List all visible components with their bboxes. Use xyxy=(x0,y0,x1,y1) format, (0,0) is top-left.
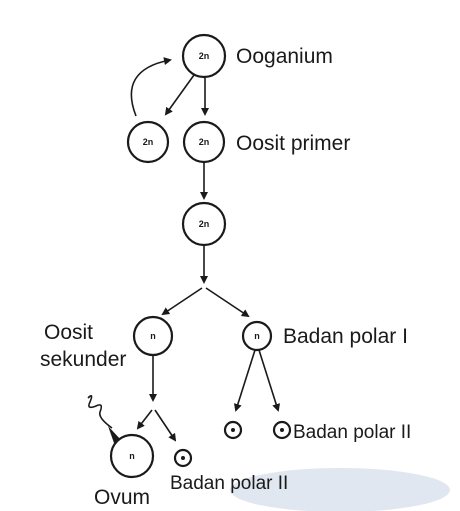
arrow-to-ovum xyxy=(136,409,153,430)
arrow-to-oosit-sekunder xyxy=(161,287,203,316)
sperm-tail-icon xyxy=(87,394,113,429)
arrow-to-badan-polar-1 xyxy=(205,287,250,318)
arrow-polar1-to-left xyxy=(233,349,256,412)
badan-polar-1-label: Badan polar I xyxy=(283,325,408,348)
ooganium-cell-label: 2n xyxy=(199,51,210,61)
ovum-cell-label: n xyxy=(129,451,135,461)
arrow-polar1-to-right xyxy=(258,349,281,412)
ovum-cell: n xyxy=(109,433,155,479)
ooganium-cell: 2n xyxy=(181,33,227,79)
grown-oosit-cell-label: 2n xyxy=(199,219,210,229)
ooganium-daughter-cell: 2n xyxy=(126,120,170,164)
sperm-head-icon xyxy=(108,426,121,443)
oosit-primer-cell: 2n xyxy=(182,120,226,164)
ovum-label: Ovum xyxy=(94,486,150,509)
badan-polar-2-right-cell xyxy=(272,420,292,440)
oosit-primer-label: Oosit primer xyxy=(236,132,350,155)
grown-oosit-cell: 2n xyxy=(181,201,227,247)
background-smudge xyxy=(230,468,450,511)
badan-polar-1-cell-label: n xyxy=(254,331,260,341)
badan-polar-2-bottom-cell xyxy=(173,448,193,468)
arrow-ooganium-to-left xyxy=(164,74,195,116)
ooganium-label: Ooganium xyxy=(236,45,333,68)
arrow-to-badan-polar-2-bottom xyxy=(154,409,177,442)
oosit-sekunder-label-line1: Oosit xyxy=(44,321,93,344)
oosit-sekunder-cell-label: n xyxy=(150,331,156,341)
badan-polar-2-left-cell xyxy=(223,420,243,440)
oosit-primer-cell-label: 2n xyxy=(199,137,210,147)
mitosis-loop-arrow xyxy=(130,57,172,117)
ooganium-daughter-cell-label: 2n xyxy=(143,137,154,147)
badan-polar-1-cell: n xyxy=(241,320,273,352)
badan-polar-2-bottom-label: Badan polar II xyxy=(170,473,288,494)
oosit-sekunder-label-line2: sekunder xyxy=(40,348,126,371)
badan-polar-2-right-label: Badan polar II xyxy=(293,422,411,443)
oosit-sekunder-cell: n xyxy=(132,315,174,357)
